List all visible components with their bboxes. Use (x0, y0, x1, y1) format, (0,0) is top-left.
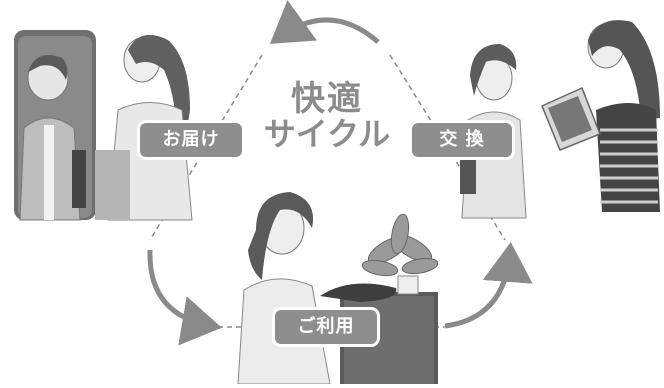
stage-label-use: ご利用 (275, 310, 377, 344)
diagram-title: 快適 サイクル (252, 79, 402, 153)
stage-label-delivery: お届け (140, 123, 242, 157)
stage-label-exchange: 交 換 (412, 123, 512, 157)
cycle-arrow-right (444, 242, 533, 329)
cycle-arrow-top (269, 0, 380, 44)
title-line-2: サイクル (263, 114, 391, 153)
use-illustration (237, 192, 439, 385)
exchange-illustration (460, 20, 660, 219)
title-line-1: 快適 (291, 79, 363, 119)
cycle-arrow-left (147, 249, 222, 346)
